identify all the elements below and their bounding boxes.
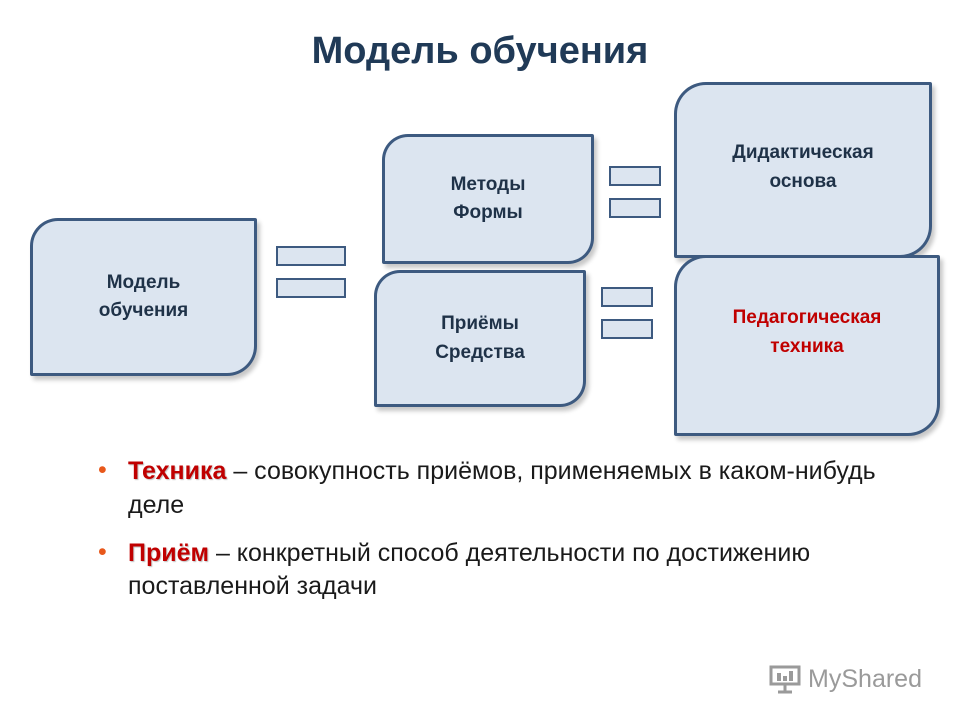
bullet-dot: • [98,537,107,566]
methods-box-line1: Методы [450,173,526,195]
pedagogical-box-line1: Педагогическая [732,307,882,328]
equals-bar-top [601,287,653,307]
techniques-box-line1: Приёмы [441,313,519,334]
didactic-basis-box: Дидактическая основа [674,82,932,258]
model-box-line1: Модель [106,271,181,293]
equals-bar-bottom [609,198,661,218]
definition-text: – совокупность приёмов, применяемых в ка… [128,457,876,519]
equals-bar-top [609,166,661,186]
techniques-box-line2: Средства [435,341,525,363]
definition-term: Техника [128,457,227,485]
equals-sign-left [276,246,346,298]
bullet-dot: • [98,456,107,484]
methods-forms-box: Методы Формы [382,134,594,264]
techniques-means-box: Приёмы Средства [374,270,586,407]
methods-box-line2: Формы [453,202,523,223]
slide-title: Модель обучения [311,30,649,72]
equals-bar-bottom [601,319,653,339]
definition-term: Приём [128,538,210,567]
didactic-box-line1: Дидактическая [732,142,874,163]
equals-sign-lower [601,287,653,339]
definition-item: • Техника – совокупность приёмов, примен… [92,455,892,523]
didactic-box-line2: основа [769,170,837,192]
equals-bar-bottom [276,278,346,298]
presentation-board-icon [768,664,802,694]
pedagogical-box-line2: техника [770,335,844,357]
watermark-text: MyShared [808,664,922,693]
equals-sign-upper [609,166,661,218]
pedagogical-technique-box: Педагогическая техника [674,255,940,436]
definitions-list: • Техника – совокупность приёмов, примен… [92,455,892,618]
definition-text: – конкретный способ деятельности по дост… [128,538,811,601]
model-box-line2: обучения [98,300,189,321]
equals-bar-top [276,246,346,266]
watermark: MyShared [768,664,922,694]
model-box: Модель обучения [30,218,257,376]
definition-item: • Приём – конкретный способ деятельности… [92,537,892,605]
